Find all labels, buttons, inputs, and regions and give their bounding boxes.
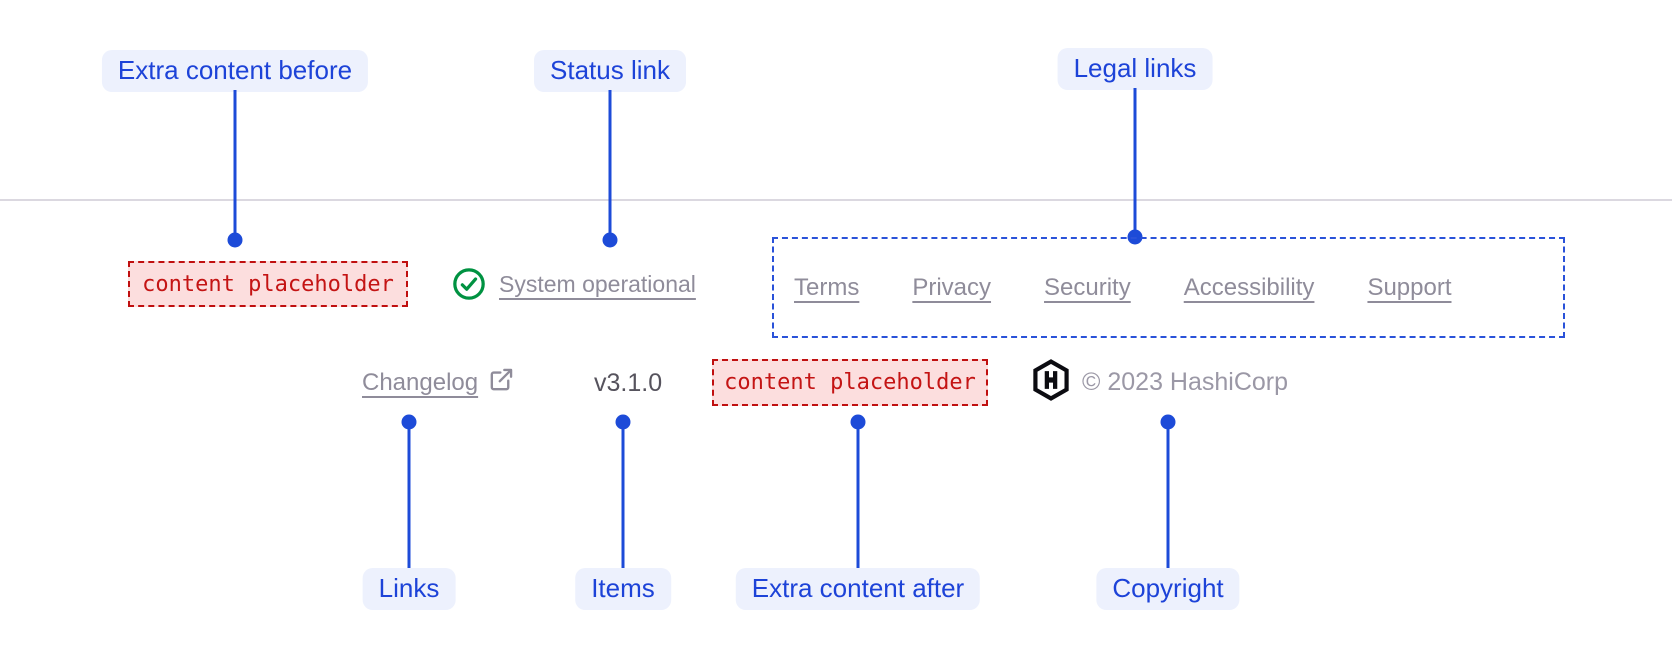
top-divider xyxy=(0,199,1672,201)
annotation-connector-line xyxy=(407,429,411,568)
version-item: v3.1.0 xyxy=(594,369,663,397)
annotation-connector-line xyxy=(856,429,860,568)
status-link[interactable]: System operational xyxy=(452,258,696,310)
extra-content-after-placeholder: content placeholder xyxy=(712,359,988,406)
annotation-connector-line xyxy=(1166,429,1170,568)
legal-link-security[interactable]: Security xyxy=(1044,273,1131,301)
annotation-extra-content-before: Extra content before xyxy=(101,50,369,92)
extra-content-before-placeholder: content placeholder xyxy=(128,261,408,307)
annotation-links: Links xyxy=(362,568,456,610)
changelog-link[interactable]: Changelog xyxy=(362,362,515,404)
annotation-connector-line xyxy=(621,429,625,568)
annotation-connector-line xyxy=(233,90,237,233)
status-link-label[interactable]: System operational xyxy=(499,270,696,297)
annotation-connector-dot xyxy=(602,232,618,248)
annotation-legal-links: Legal links xyxy=(1057,48,1213,90)
annotation-connector-line xyxy=(608,90,612,233)
annotation-connector-dot xyxy=(227,232,243,248)
legal-link-accessibility[interactable]: Accessibility xyxy=(1183,273,1315,301)
annotation-connector-dot xyxy=(401,414,417,430)
annotation-connector-dot xyxy=(850,414,866,430)
annotation-items: Items xyxy=(575,568,671,610)
external-link-icon xyxy=(488,366,515,400)
annotation-connector-dot xyxy=(615,414,631,430)
annotation-extra-content-after: Extra content after xyxy=(735,568,981,610)
copyright: © 2023 HashiCorp xyxy=(1032,358,1289,406)
hashicorp-logo xyxy=(1032,358,1070,406)
check-circle-icon xyxy=(452,267,486,301)
annotation-connector-dot xyxy=(1160,414,1176,430)
changelog-link-label[interactable]: Changelog xyxy=(362,369,479,396)
legal-link-privacy[interactable]: Privacy xyxy=(912,273,992,301)
annotation-copyright: Copyright xyxy=(1096,568,1240,610)
annotation-connector-line xyxy=(1133,88,1137,230)
legal-link-support[interactable]: Support xyxy=(1367,273,1452,301)
legal-links-region: Terms Privacy Security Accessibility Sup… xyxy=(772,237,1565,338)
copyright-text: © 2023 HashiCorp xyxy=(1082,367,1289,396)
legal-link-terms[interactable]: Terms xyxy=(794,273,860,301)
annotation-status-link: Status link xyxy=(534,50,686,92)
